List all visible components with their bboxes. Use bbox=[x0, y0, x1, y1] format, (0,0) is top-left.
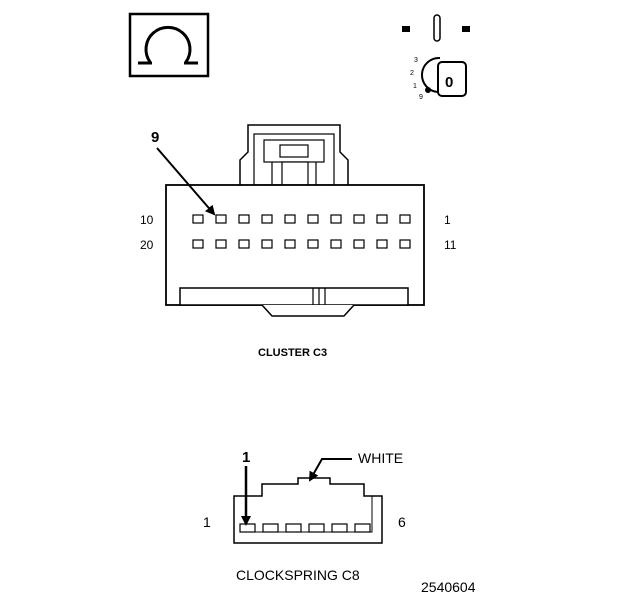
c8-pin-cavity bbox=[285, 523, 302, 533]
key-position-1: 1 bbox=[413, 83, 417, 90]
c8-color-arrow bbox=[309, 458, 352, 482]
c3-pin-grid bbox=[192, 214, 411, 249]
c3-pin-cavity bbox=[192, 239, 204, 249]
c8-pin-cavity bbox=[354, 523, 371, 533]
c3-pin-label-1: 1 bbox=[444, 213, 451, 227]
c3-callout-label: 9 bbox=[151, 129, 159, 146]
c3-pin-label-11: 11 bbox=[444, 238, 457, 252]
clockspring-c8-connector: WHITE 1 1 6 CLOCKSPRING C8 bbox=[203, 449, 406, 583]
c3-pin-cavity bbox=[238, 239, 250, 249]
c3-pin-cavity bbox=[307, 214, 319, 224]
c8-pin-label-6: 6 bbox=[398, 514, 406, 530]
figure-number: 2540604 bbox=[421, 579, 476, 595]
key-position-2: 2 bbox=[410, 70, 414, 77]
cluster-c3-connector: 10 1 20 11 9 CLUSTER C3 bbox=[140, 124, 457, 359]
c3-pin-cavity bbox=[215, 239, 227, 249]
c3-pin-cavity bbox=[307, 239, 319, 249]
key-label: 0 bbox=[445, 74, 453, 91]
c8-pin-cavity bbox=[308, 523, 325, 533]
c3-pin-cavity bbox=[192, 214, 204, 224]
c3-pin-cavity bbox=[215, 214, 227, 224]
c8-pin-cavity bbox=[331, 523, 348, 533]
c8-pin-cavity bbox=[262, 523, 279, 533]
c8-pin-label-1: 1 bbox=[203, 514, 211, 530]
c3-pin-cavity bbox=[376, 214, 388, 224]
c3-callout-arrow bbox=[156, 147, 216, 216]
c8-callout-label: 1 bbox=[242, 449, 250, 466]
key-position-9: 9 bbox=[419, 94, 423, 101]
c3-connector-title: CLUSTER C3 bbox=[258, 347, 327, 359]
c3-pin-cavity bbox=[376, 239, 388, 249]
c8-pin-row bbox=[239, 523, 371, 533]
c3-pin-cavity bbox=[353, 239, 365, 249]
c3-pin-cavity bbox=[261, 239, 273, 249]
key-position-3: 3 bbox=[414, 57, 418, 64]
c8-pin-cavity bbox=[239, 523, 256, 533]
c3-pin-cavity bbox=[330, 239, 342, 249]
c3-pin-label-10: 10 bbox=[140, 213, 154, 227]
c3-pin-label-20: 20 bbox=[140, 238, 154, 252]
c3-pin-cavity bbox=[399, 214, 411, 224]
c8-connector-title: CLOCKSPRING C8 bbox=[236, 567, 360, 583]
c3-pin-cavity bbox=[353, 214, 365, 224]
c3-pin-cavity bbox=[284, 239, 296, 249]
c3-pin-cavity bbox=[261, 214, 273, 224]
c3-pin-cavity bbox=[399, 239, 411, 249]
ohmmeter-symbol: Ω bbox=[128, 12, 210, 78]
ignition-key-icon: 3 2 1 9 0 bbox=[402, 14, 470, 101]
c3-pin-cavity bbox=[284, 214, 296, 224]
c8-color-label: WHITE bbox=[358, 450, 403, 466]
c3-pin-cavity bbox=[330, 214, 342, 224]
c3-pin-cavity bbox=[238, 214, 250, 224]
